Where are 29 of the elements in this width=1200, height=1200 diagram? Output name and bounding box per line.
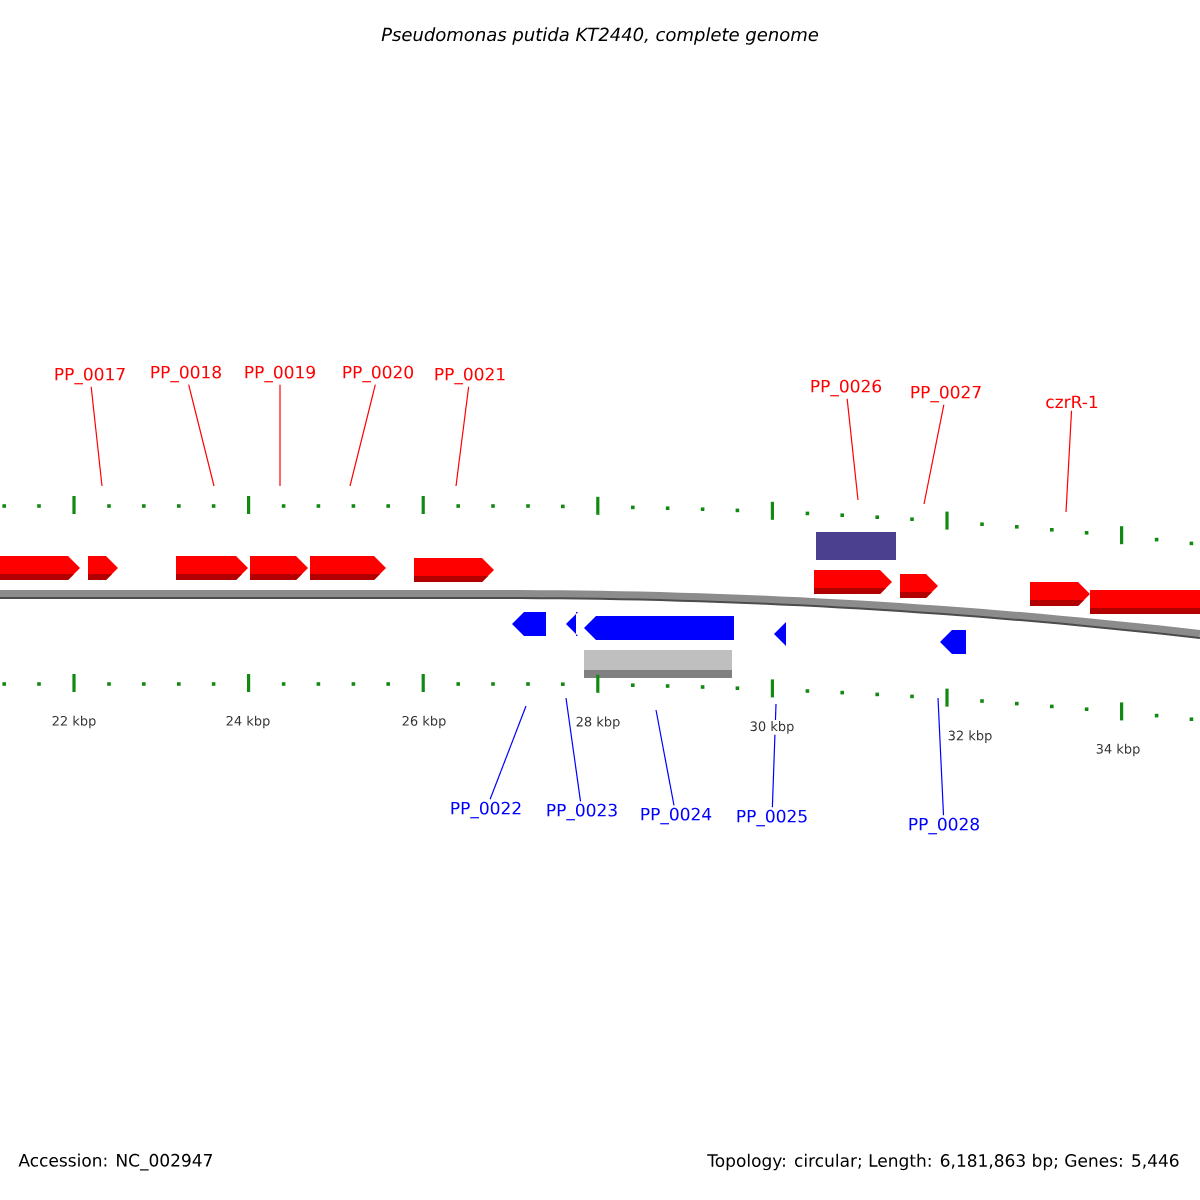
gene-label: PP_0019 — [245, 365, 315, 383]
leader-line — [655, 709, 675, 806]
gene-label: PP_0027 — [911, 385, 981, 403]
gene-label: PP_0024 — [641, 807, 712, 825]
genome-info-text: Topology: circular; Length: 6,181,863 bp; Genes: 5,446 — [707, 1153, 1179, 1171]
leader-line — [90, 386, 103, 487]
gene-label: PP_0021 — [435, 367, 505, 385]
gene-label: PP_0022 — [451, 801, 521, 819]
gene-label: PP_0025 — [737, 809, 807, 827]
gene-label: PP_0017 — [55, 367, 125, 385]
leader-line — [771, 703, 777, 808]
leader-line — [455, 386, 470, 487]
leader-line — [1065, 410, 1073, 513]
leader-line — [923, 404, 945, 505]
gene-label: PP_0028 — [909, 817, 979, 835]
gene-label: PP_0018 — [151, 365, 221, 383]
gene-label: PP_0020 — [343, 365, 413, 383]
leader-line — [937, 697, 945, 816]
leader-line — [565, 697, 582, 802]
gene-label: PP_0023 — [547, 803, 617, 821]
gene-label: PP_0026 — [811, 379, 882, 397]
accession-text: Accession: NC_002947 — [18, 1153, 212, 1171]
leader-line — [846, 398, 859, 501]
leader-line — [349, 384, 376, 487]
title: Pseudomonas putida KT2440, complete genome — [381, 27, 819, 45]
leader-line — [279, 384, 281, 487]
leader-line — [188, 384, 215, 487]
leader-line — [489, 705, 527, 800]
gene-label: czrR-1 — [1046, 395, 1098, 409]
